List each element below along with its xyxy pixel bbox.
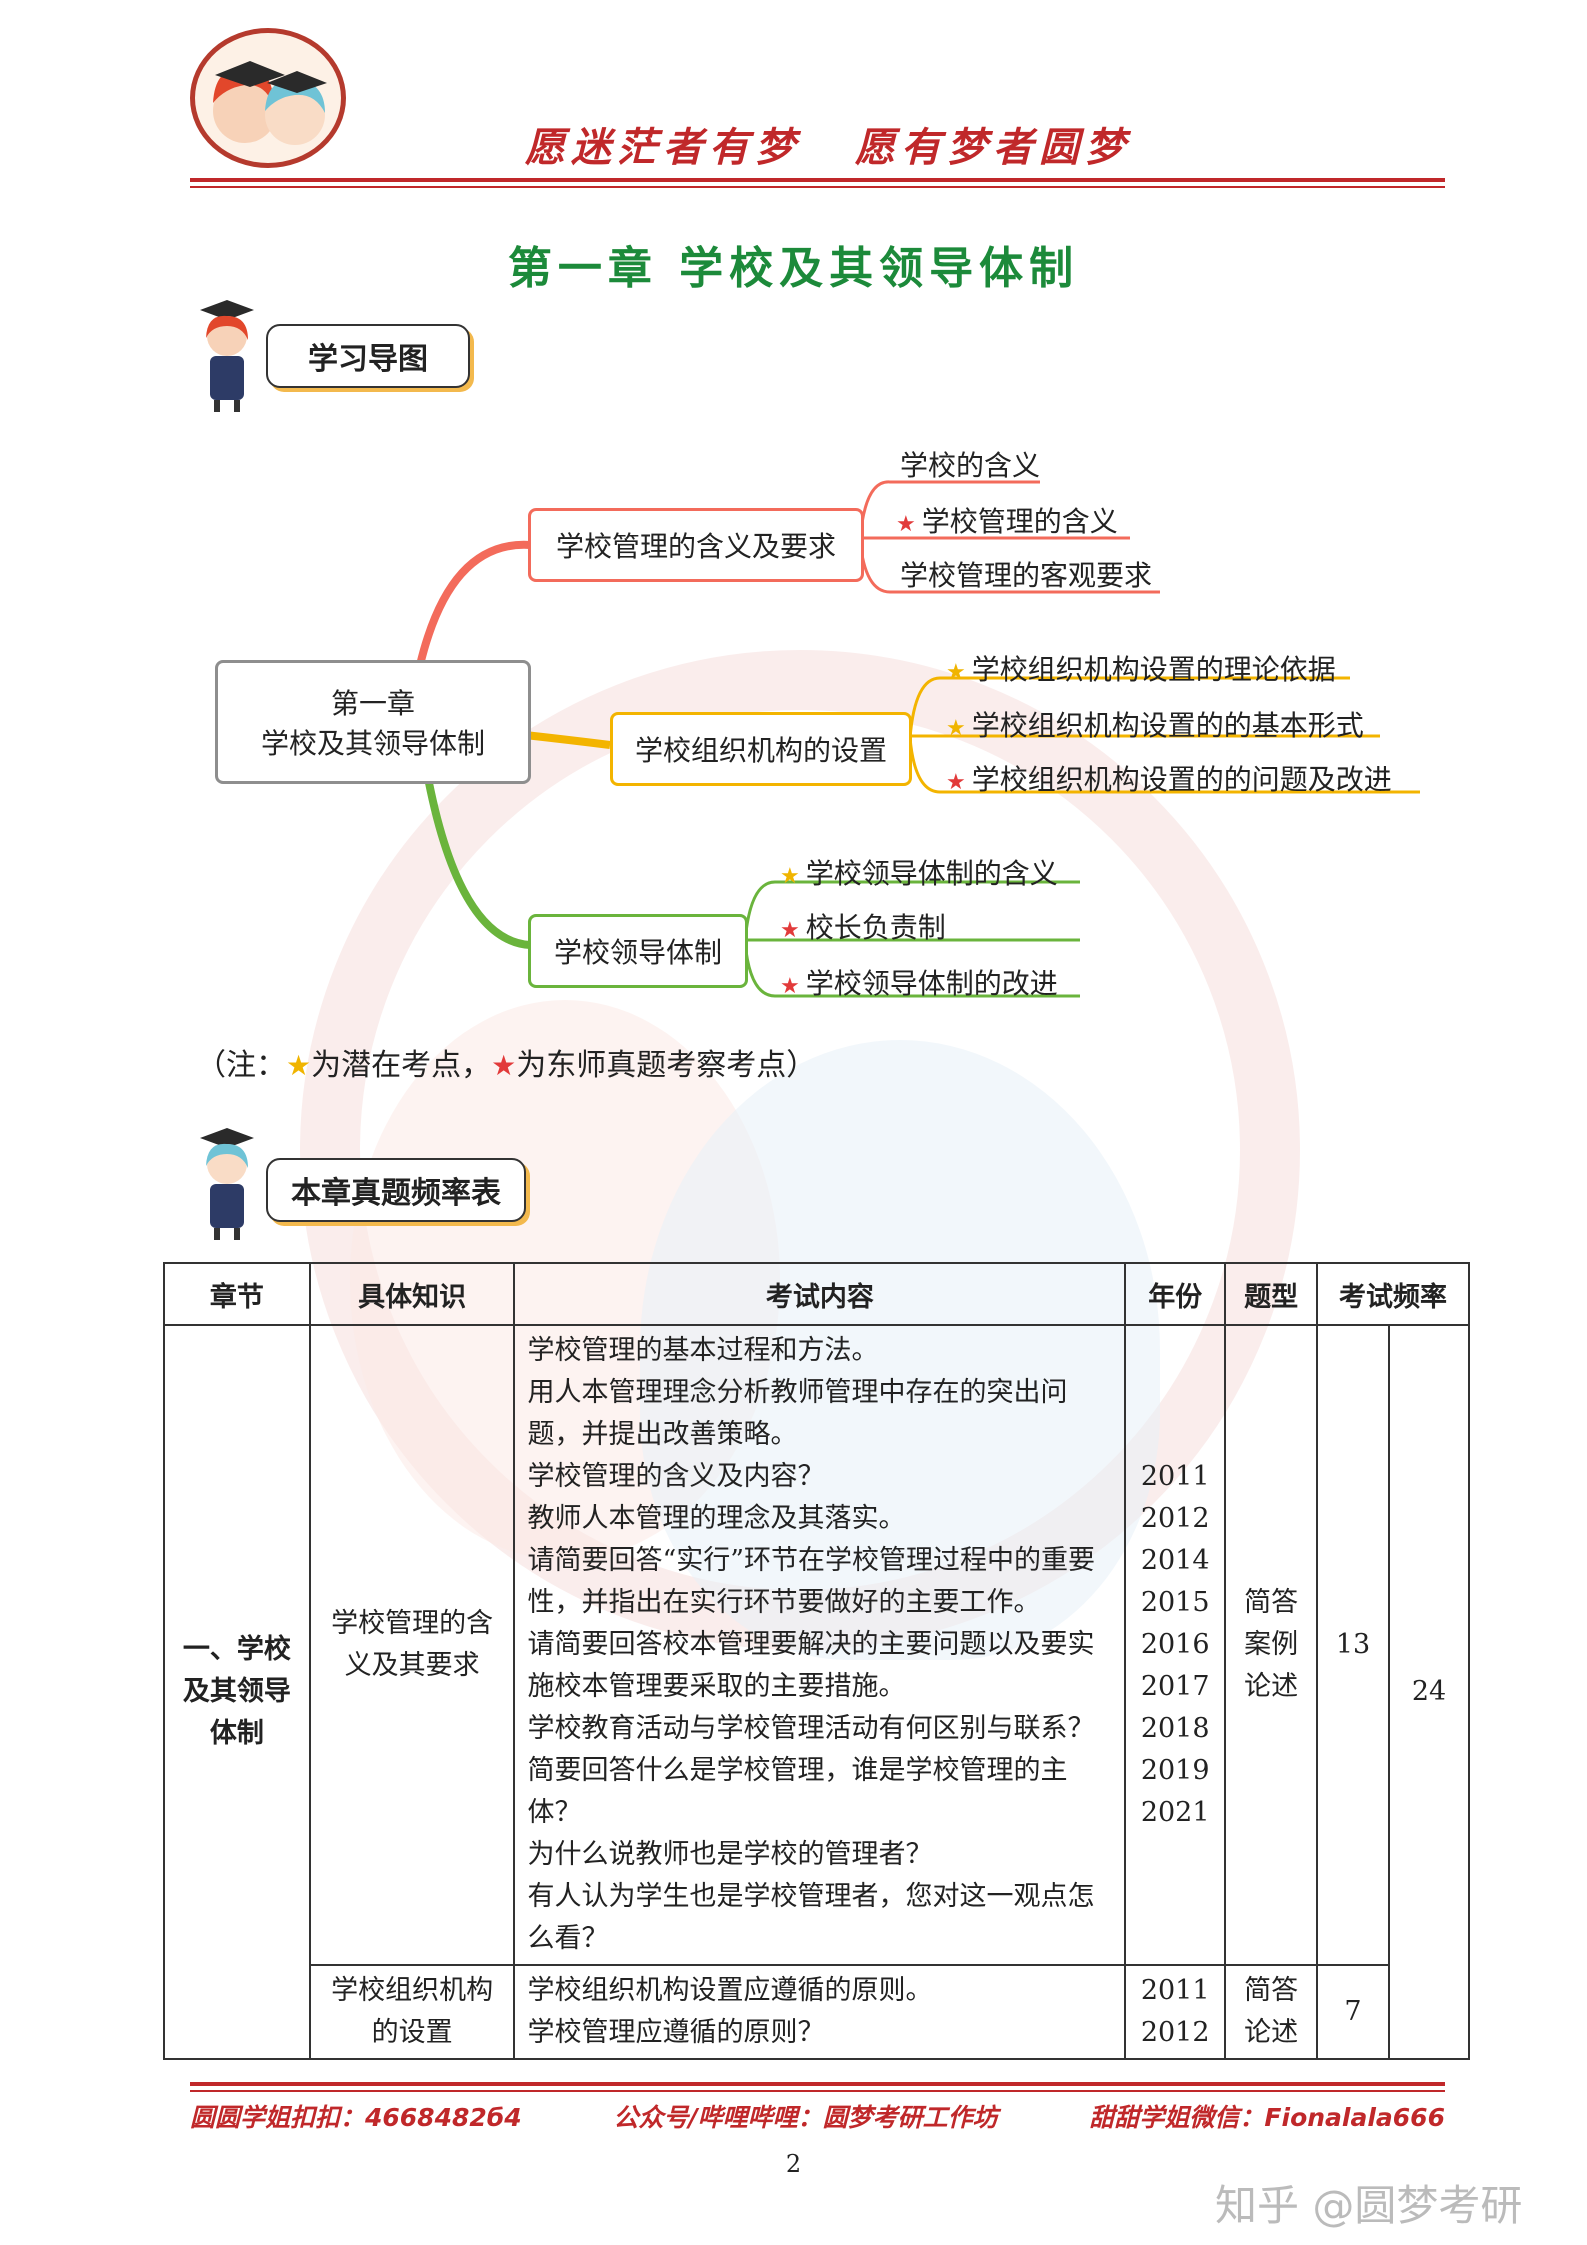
type-cell: 简答论述	[1224, 1964, 1319, 2060]
girl-mascot-icon	[192, 296, 262, 416]
mindmap-leaf: 学校的含义	[900, 449, 1041, 482]
frequency-table: 章节 具体知识 考试内容 年份 题型 考试频率 一、学校及其领导体制 学校管理的…	[163, 1262, 1470, 2060]
red-star-icon: ★	[491, 1049, 517, 1082]
section-title-mindmap: 学习导图	[266, 324, 470, 388]
section-title-frequency: 本章真题频率表	[266, 1158, 526, 1222]
frequency-cell: 13	[1316, 1324, 1390, 1966]
red-star-icon: ★	[896, 512, 916, 537]
yellow-star-icon: ★	[286, 1049, 312, 1082]
mindmap-root: 第一章 学校及其领导体制	[215, 660, 531, 784]
column-header: 章节	[163, 1262, 311, 1326]
chapter-cell: 一、学校及其领导体制	[163, 1324, 311, 2060]
topic-cell: 学校组织机构的设置	[308, 1964, 516, 2060]
yellow-star-icon: ★	[946, 660, 966, 685]
page-number: 2	[785, 2150, 802, 2178]
frequency-cell: 7	[1316, 1964, 1390, 2060]
footer-public-account: 公众号/哔哩哔哩：圆梦考研工作坊	[613, 2103, 998, 2132]
motto-right: 愿有梦者圆梦	[855, 124, 1131, 171]
mindmap-leaf: 学校管理的客观要求	[900, 559, 1153, 592]
footer-contacts: 圆圆学姐扣扣：4668482б4 公众号/哔哩哔哩：圆梦考研工作坊 甜甜学姐微信…	[190, 2098, 1445, 2134]
chapter-title: 第一章 学校及其领导体制	[507, 243, 1080, 294]
table-row: 学校组织机构的设置 学校组织机构设置应遵循的原则。 学校管理应遵循的原则？ 20…	[164, 1964, 1469, 2060]
logo	[190, 28, 346, 168]
content-cell: 学校管理的基本过程和方法。 用人本管理理念分析教师管理中存在的突出问题，并提出改…	[513, 1324, 1127, 1966]
mindmap-leaf: ★学校组织机构设置的理论依据	[946, 653, 1336, 686]
footer-qq: 圆圆学姐扣扣：4668482б4	[190, 2103, 522, 2132]
motto-left: 愿迷茫者有梦	[525, 124, 801, 171]
table-header-row: 章节 具体知识 考试内容 年份 题型 考试频率	[163, 1262, 1470, 1326]
header-rule-thin	[190, 186, 1445, 188]
column-header: 题型	[1224, 1262, 1319, 1326]
girl-mascot-blue-icon	[192, 1124, 262, 1244]
mindmap-leaf: ★学校领导体制的改进	[780, 967, 1058, 1000]
mindmap-leaf: ★校长负责制	[780, 911, 946, 944]
red-star-icon: ★	[946, 770, 966, 795]
footer-wechat: 甜甜学姐微信：Fionalala666	[1089, 2103, 1445, 2132]
mindmap-branch-leadership: 学校领导体制	[528, 914, 748, 988]
mindmap-branch-management: 学校管理的含义及要求	[528, 508, 864, 582]
mindmap-leaf: ★学校领导体制的含义	[780, 857, 1058, 890]
content-cell: 学校组织机构设置应遵循的原则。 学校管理应遵循的原则？	[513, 1964, 1127, 2060]
column-header: 年份	[1124, 1262, 1227, 1326]
mindmap-leaf: ★学校管理的含义	[896, 505, 1118, 538]
red-star-icon: ★	[780, 974, 800, 999]
mindmap-leaf: ★学校组织机构设置的的基本形式	[946, 709, 1364, 742]
legend-note: （注：★为潜在考点，★为东师真题考察考点）	[196, 1048, 817, 1083]
zhihu-watermark: 知乎 @圆梦考研	[1215, 2181, 1523, 2230]
header-rule	[190, 178, 1445, 182]
table-row: 一、学校及其领导体制 学校管理的含义及其要求 学校管理的基本过程和方法。 用人本…	[163, 1324, 1470, 2060]
topic-cell: 学校管理的含义及其要求	[308, 1324, 516, 1966]
column-header: 考试内容	[513, 1262, 1127, 1326]
mindmap-root-line1: 第一章	[330, 687, 415, 720]
column-header: 考试频率	[1316, 1262, 1470, 1326]
column-header: 具体知识	[308, 1262, 516, 1326]
chapter-total-cell: 24	[1388, 1324, 1470, 2060]
mindmap-branch-organization: 学校组织机构的设置	[610, 712, 912, 786]
footer-rule-thin	[190, 2090, 1445, 2092]
mindmap-leaf: ★学校组织机构设置的的问题及改进	[946, 763, 1392, 796]
red-star-icon: ★	[780, 918, 800, 943]
yellow-star-icon: ★	[946, 716, 966, 741]
mindmap-root-line2: 学校及其领导体制	[260, 727, 485, 760]
footer-rule	[190, 2082, 1445, 2086]
yellow-star-icon: ★	[780, 864, 800, 889]
type-cell: 简答案例论述	[1224, 1324, 1319, 1966]
